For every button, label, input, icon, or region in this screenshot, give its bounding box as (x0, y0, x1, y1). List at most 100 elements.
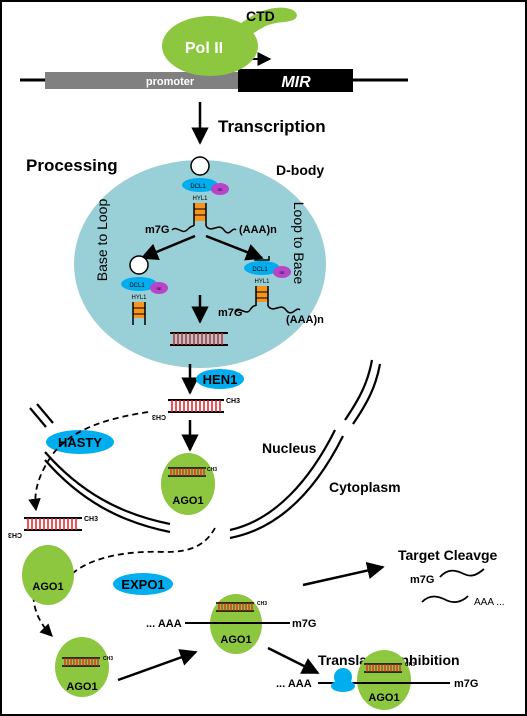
m7g-label: m7G (145, 224, 169, 236)
ago1-blob (22, 545, 74, 605)
ch3-label: CH3 (405, 662, 415, 668)
polya-label: (AAA)n (239, 224, 277, 236)
to-target-binding-arrow (117, 649, 198, 682)
ago1-label: AGO1 (32, 581, 63, 593)
target-cleavage-label: Target Cleavge (398, 547, 498, 563)
loop-to-base-label: Loop to Base (291, 202, 307, 285)
pol-ii-label: Pol II (185, 40, 223, 57)
nuclear-envelope (29, 359, 382, 540)
tail-right (267, 305, 301, 314)
loop-to-base-arrow (205, 234, 264, 261)
ago1-target-binding: CH3 ... AAA m7G AGO1 (146, 594, 316, 654)
nucleus-label: Nucleus (262, 440, 317, 456)
hen1-label: HEN1 (203, 372, 238, 387)
cytoplasm-label: Cytoplasm (329, 479, 401, 495)
duplex-rungs (173, 333, 223, 345)
ch3-label: CH3 (103, 656, 113, 662)
expo1-ellipse (113, 573, 173, 595)
stem-orange (194, 203, 206, 221)
stem-orange (256, 286, 268, 302)
ch3-label: CH3 (84, 516, 98, 523)
dbody-label: D-body (276, 162, 324, 178)
dcl1-ellipse (121, 277, 157, 291)
guide-rungs (366, 664, 401, 672)
ago1-blob (55, 637, 109, 697)
polya-ellipsis-label: AAA ... (474, 597, 505, 608)
expo1-export-path (71, 527, 216, 575)
hasty-ellipse (46, 430, 114, 454)
cut-loop (254, 256, 270, 261)
pol-ii-complex: Pol II CTD (162, 7, 297, 76)
se-ellipse (211, 183, 229, 195)
se-ellipse (273, 266, 291, 278)
ago1-label: AGO1 (368, 692, 399, 704)
to-cleavage-arrow (302, 561, 385, 587)
m7g-label: m7G (218, 307, 242, 319)
duplex-rungs (27, 518, 77, 530)
mir-label: MIR (281, 74, 311, 91)
methylated-duplex: CH3 CH3 (152, 398, 240, 420)
polya-label: (AAA)n (286, 314, 324, 326)
cleaved-fragment-5prime (439, 568, 485, 578)
dcl1-ellipse (244, 261, 280, 275)
mir-gene-box (238, 69, 353, 92)
pri-mirna-complex: DCL1 SE HYL1 m7G (AAA)n (145, 156, 277, 236)
hairpin-loop (129, 255, 149, 275)
ch3-label-rotated: CH3 (8, 531, 22, 538)
dcl1-label: DCL1 (129, 283, 145, 289)
hyl1-label: HYL1 (254, 279, 270, 285)
guide-rungs (64, 658, 99, 666)
ribosome-small-subunit (331, 680, 355, 692)
se-ellipse (150, 282, 168, 294)
pol-ii-blob (162, 16, 258, 76)
polya-ellipsis-label: ... AAA (146, 618, 182, 630)
hyl1-label: HYL1 (131, 295, 147, 301)
ago1-label: AGO1 (172, 495, 203, 507)
ch3-label-rotated: CH3 (152, 413, 166, 420)
hasty-label: HASTY (58, 435, 102, 450)
cytoplasmic-ago1-loaded: CH3 AGO1 (55, 637, 113, 697)
transcription-label: Transcription (218, 117, 326, 136)
duplex-rungs (170, 468, 205, 476)
ago1-label: AGO1 (220, 634, 251, 646)
cleaved-fragment-3prime (421, 595, 469, 603)
m7g-label: m7G (410, 574, 434, 586)
dcl1-label: DCL1 (190, 184, 206, 190)
ctd-label: CTD (246, 8, 275, 24)
nuclear-ago1: CH3 AGO1 (161, 453, 217, 515)
processing-label: Processing (26, 156, 118, 175)
dcl1-ellipse (182, 178, 218, 192)
expo1-label: EXPO1 (121, 577, 164, 592)
base-to-loop-arrow (140, 234, 196, 261)
cytoplasmic-duplex: CH3 CH3 (8, 516, 98, 538)
ch3-label: CH3 (257, 601, 267, 607)
hairpin-loop (190, 156, 210, 176)
base-to-loop-label: Base to Loop (94, 199, 110, 282)
m7g-label: m7G (292, 618, 316, 630)
pri-left-tail (171, 225, 195, 233)
se-label: SE (156, 286, 162, 291)
promoter-box (45, 72, 240, 89)
hyl1-label: HYL1 (192, 196, 208, 202)
loop-to-base-intermediate: DCL1 SE HYL1 m7G (AAA)n (218, 256, 324, 326)
promoter-label: promoter (146, 76, 195, 88)
base-to-loop-intermediate: DCL1 SE HYL1 (121, 255, 168, 325)
hen1-ellipse (196, 369, 244, 389)
to-cytoplasmic-ago1-path (32, 575, 53, 637)
se-label: SE (279, 270, 285, 275)
ch3-label: CH3 (207, 467, 217, 473)
stem-orange (133, 302, 145, 318)
to-inhibition-arrow (267, 646, 320, 675)
ago1-label: AGO1 (66, 681, 97, 693)
pri-right-tail (205, 225, 237, 234)
polya-ellipsis-label: ... AAA (276, 678, 312, 690)
dcl1-label: DCL1 (252, 267, 268, 273)
m7g-label: m7G (454, 678, 478, 690)
cytoplasmic-ago1-empty: AGO1 (22, 545, 74, 605)
duplex-rungs (171, 400, 221, 412)
mirna-duplex (170, 332, 228, 346)
gene-locus: promoter MIR (20, 52, 408, 92)
